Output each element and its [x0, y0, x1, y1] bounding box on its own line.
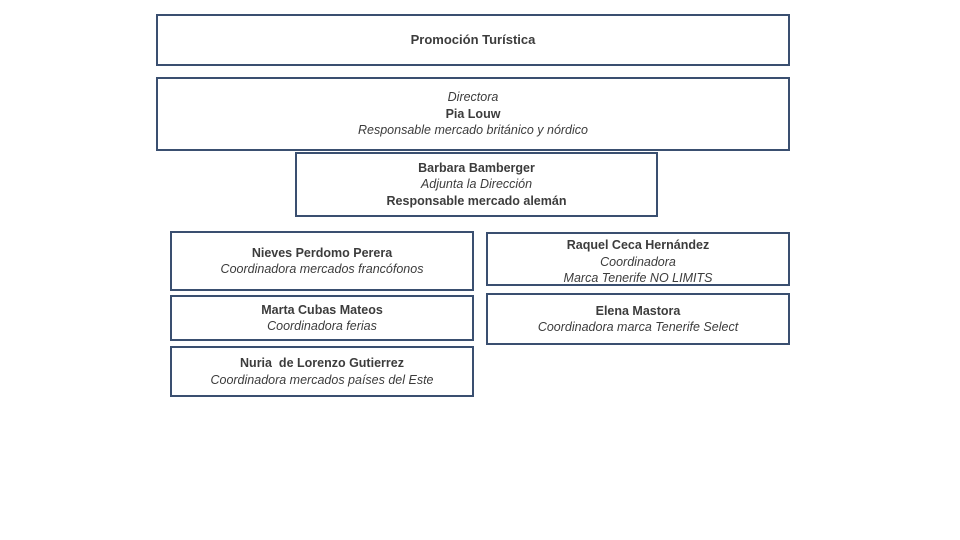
box-line-name: Marta Cubas Mateos — [261, 302, 383, 317]
org-box-nieves-perdomo-perera[interactable]: Nieves Perdomo Perera Coordinadora merca… — [170, 231, 474, 291]
org-box-marta-cubas-mateos[interactable]: Marta Cubas Mateos Coordinadora ferias — [170, 295, 474, 341]
box-line-name: Raquel Ceca Hernández — [566, 238, 710, 252]
org-box-raquel-ceca-hernandez[interactable]: Raquel Ceca Hernández Coordinadora Marca… — [486, 232, 790, 286]
box-line-brand: Marca Tenerife NO LIMITS — [563, 271, 713, 285]
org-box-nuria-de-lorenzo-gutierrez[interactable]: Nuria de Lorenzo Gutierrez Coordinadora … — [170, 346, 474, 397]
box-line-role: Coordinadora marca Tenerife Select — [537, 320, 739, 334]
box-line-role: Coordinadora — [600, 254, 676, 269]
box-line-responsibility: Responsable mercado alemán — [386, 193, 567, 208]
box-line-name: Nuria de Lorenzo Gutierrez — [240, 356, 404, 370]
box-line-name: Elena Mastora — [595, 303, 681, 318]
org-box-elena-mastora[interactable]: Elena Mastora Coordinadora marca Tenerif… — [486, 293, 790, 345]
org-box-directora[interactable]: Directora Pia Louw Responsable mercado b… — [156, 77, 790, 151]
org-box-adjunta-direccion[interactable]: Barbara Bamberger Adjunta la Dirección R… — [295, 152, 658, 217]
box-line-responsibility: Responsable mercado británico y nórdico — [358, 123, 588, 138]
box-line-role: Coordinadora ferias — [267, 319, 377, 333]
box-line-role: Adjunta la Dirección — [420, 177, 533, 192]
box-line-name: Nieves Perdomo Perera — [251, 245, 393, 260]
box-line-name: Pia Louw — [445, 106, 501, 121]
box-line-name: Barbara Bamberger — [418, 160, 535, 175]
box-line-role: Directora — [447, 90, 499, 105]
org-box-promocion-turistica[interactable]: Promoción Turística — [156, 14, 790, 66]
box-line-role: Coordinadora mercados francófonos — [220, 262, 424, 276]
box-line-role: Coordinadora mercados países del Este — [210, 372, 434, 387]
box-line-title: Promoción Turística — [410, 32, 536, 48]
